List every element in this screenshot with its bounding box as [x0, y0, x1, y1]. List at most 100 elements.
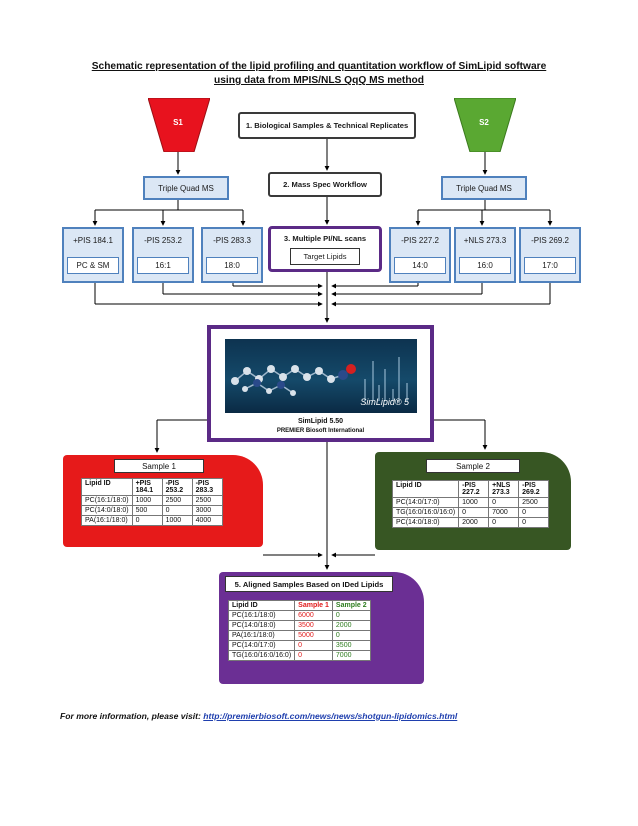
sample-2-title: Sample 2	[426, 459, 520, 473]
column-header: Lipid ID	[227, 600, 296, 611]
table-header-row: Lipid ID-PIS 227.2+NLS 273.3-PIS 269.2	[391, 480, 550, 498]
column-header: Lipid ID	[81, 478, 133, 496]
more-info-link[interactable]: http://premierbiosoft.com/news/news/shot…	[203, 711, 458, 721]
step-1-label: 1. Biological Samples & Technical Replic…	[245, 121, 409, 130]
table-cell: 1000	[161, 515, 193, 526]
column-header: +PIS 184.1	[131, 478, 163, 496]
scan-box: +PIS 184.1 PC & SM	[62, 227, 124, 283]
table-cell: 500	[131, 505, 163, 516]
company-name: PREMIER Biosoft International	[276, 428, 365, 434]
sample-s2-funnel	[454, 98, 516, 152]
table-cell: PC(14:0/18:0)	[227, 620, 296, 631]
molecule-illustration	[231, 357, 408, 401]
title-line-1: Schematic representation of the lipid pr…	[91, 61, 547, 72]
table-cell: 0	[294, 640, 333, 651]
step-1-box: 1. Biological Samples & Technical Replic…	[238, 112, 416, 139]
column-header: Sample 2	[331, 600, 371, 611]
table-cell: 0	[331, 610, 371, 621]
table-cell: PC(16:1/18:0)	[227, 610, 296, 621]
scan-box: -PIS 283.3 18:0	[201, 227, 263, 283]
triple-quad-left-label: Triple Quad MS	[158, 183, 214, 193]
scan-label: -PIS 269.2	[531, 236, 569, 245]
lipid-label: PC & SM	[67, 257, 119, 274]
table-cell: PA(16:1/18:0)	[81, 515, 133, 526]
table-cell: PC(14:0/17:0)	[391, 497, 460, 508]
scan-box: -PIS 253.2 16:1	[132, 227, 194, 283]
column-header: -PIS 227.2	[458, 480, 490, 498]
table-cell: 1000	[458, 497, 490, 508]
table-cell: 1000	[131, 495, 163, 506]
table-cell: 0	[458, 507, 490, 518]
lipid-label: 18:0	[206, 257, 258, 274]
table-cell: 7000	[331, 650, 371, 661]
table-cell: 2000	[458, 517, 490, 528]
sample-s1-funnel	[148, 98, 210, 152]
step-3-label: 3. Multiple PI/NL scans	[283, 233, 367, 243]
triple-quad-right: Triple Quad MS	[441, 176, 527, 200]
table-cell: PC(16:1/18:0)	[81, 495, 133, 506]
table-cell: 6000	[294, 610, 333, 621]
aligned-samples-title: 5. Aligned Samples Based on IDed Lipids	[225, 576, 393, 592]
column-header: Sample 1	[294, 600, 333, 611]
scan-label: -PIS 227.2	[401, 236, 439, 245]
column-header: -PIS 283.3	[191, 478, 223, 496]
s1-label: S1	[173, 118, 183, 127]
simlipid-box: SimLipid® 5 SimLipid 5.50 PREMIER Biosof…	[207, 325, 434, 442]
table-cell: 0	[488, 517, 520, 528]
lipid-label: 16:1	[137, 257, 189, 274]
column-header: -PIS 269.2	[518, 480, 550, 498]
table-cell: PC(14:0/18:0)	[81, 505, 133, 516]
table-cell: PC(14:0/17:0)	[227, 640, 296, 651]
table-cell: PC(14:0/18:0)	[391, 517, 460, 528]
table-cell: 0	[518, 517, 550, 528]
table-cell: 3000	[191, 505, 223, 516]
title-line-2: using data from MPIS/NLS QqQ MS method	[214, 75, 424, 86]
simlipid-splash-image: SimLipid® 5	[225, 339, 417, 413]
triple-quad-right-label: Triple Quad MS	[456, 183, 512, 193]
scan-box: +NLS 273.3 16:0	[454, 227, 516, 283]
table-cell: 0	[161, 505, 193, 516]
scan-label: -PIS 253.2	[144, 236, 182, 245]
target-lipids-label: Target Lipids	[290, 247, 360, 265]
lipid-label: 17:0	[524, 257, 576, 274]
table-cell: 0	[518, 507, 550, 518]
table-cell: 2500	[161, 495, 193, 506]
lipid-label: 16:0	[459, 257, 511, 274]
simlipid-logo: SimLipid® 5	[360, 397, 409, 407]
table-cell: TG(16:0/16:0/16:0)	[391, 507, 460, 518]
table-header-row: Lipid ID+PIS 184.1-PIS 253.2-PIS 283.3	[81, 478, 223, 496]
table-cell: 2500	[191, 495, 223, 506]
table-cell: 0	[331, 630, 371, 641]
step-2-label: 2. Mass Spec Workflow	[283, 180, 367, 189]
table-cell: 3500	[331, 640, 371, 651]
table-cell: TG(16:0/16:0/16:0)	[227, 650, 296, 661]
column-header: +NLS 273.3	[488, 480, 520, 498]
sample-1-title: Sample 1	[114, 459, 204, 473]
scan-label: -PIS 283.3	[213, 236, 251, 245]
table-cell: 2000	[331, 620, 371, 631]
footer-note: For more information, please visit: http…	[60, 711, 457, 721]
scan-label: +NLS 273.3	[463, 236, 507, 245]
table-cell: 5000	[294, 630, 333, 641]
table-cell: 7000	[488, 507, 520, 518]
lipid-label: 14:0	[394, 257, 446, 274]
page-title: Schematic representation of the lipid pr…	[40, 60, 598, 88]
step-2-box: 2. Mass Spec Workflow	[268, 172, 382, 197]
table-cell: 4000	[191, 515, 223, 526]
scan-box: -PIS 269.2 17:0	[519, 227, 581, 283]
table-cell: 0	[488, 497, 520, 508]
footer-prefix: For more information, please visit:	[60, 711, 204, 721]
s2-label: S2	[479, 118, 489, 127]
